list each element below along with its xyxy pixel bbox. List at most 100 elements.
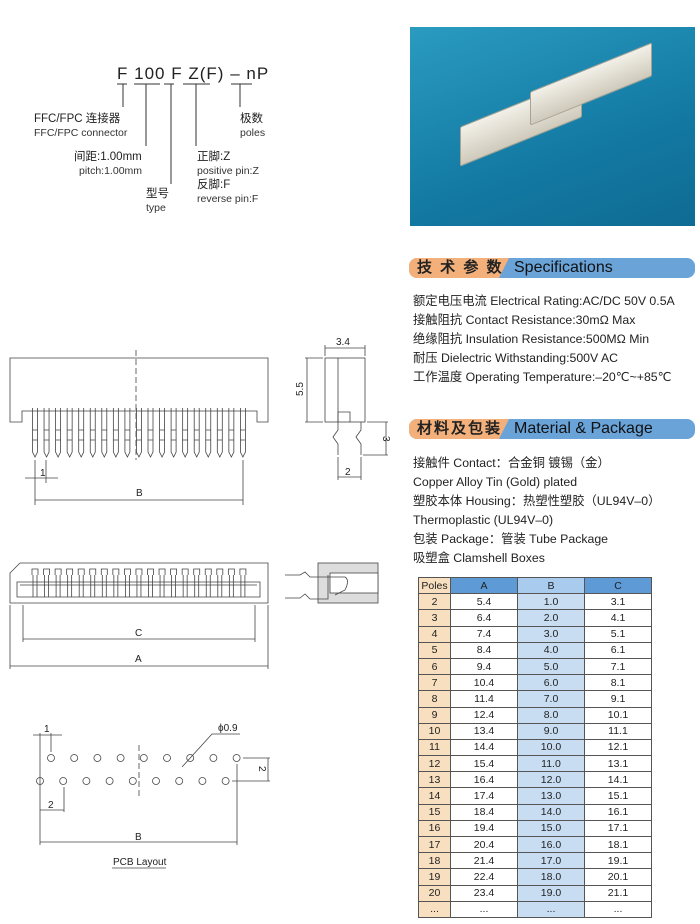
pcb-hole bbox=[105, 777, 114, 785]
material-item: 接触件 Contact：合金铜 镀锡（金） bbox=[413, 456, 610, 470]
pin bbox=[193, 408, 200, 458]
label-poles-cn: 极数 bbox=[240, 113, 263, 125]
pin bbox=[170, 408, 177, 458]
table-cell: 20.4 bbox=[450, 835, 518, 854]
contact bbox=[158, 568, 166, 597]
pin bbox=[159, 408, 165, 458]
table-cell: 16.4 bbox=[450, 771, 518, 789]
table-cell: 9 bbox=[418, 706, 451, 724]
table-cell: 12.4 bbox=[450, 706, 518, 724]
dim-leg: 3 bbox=[380, 436, 391, 442]
table-cell: ... bbox=[584, 900, 652, 918]
table-cell: 3.0 bbox=[517, 625, 585, 643]
pcb-hole bbox=[163, 754, 171, 762]
table-cell: 9.4 bbox=[450, 657, 518, 676]
pin bbox=[32, 408, 38, 458]
table-cell: 5 bbox=[418, 641, 451, 659]
label-reverse-en: reverse pin:F bbox=[197, 193, 259, 205]
table-cell: 10.4 bbox=[450, 674, 518, 692]
table-cell: ... bbox=[517, 900, 585, 918]
table-cell: 13.4 bbox=[450, 722, 518, 740]
contact bbox=[54, 568, 62, 597]
contact bbox=[124, 568, 131, 597]
pn-series: F bbox=[117, 64, 129, 83]
table-cell: 16.1 bbox=[584, 803, 652, 821]
table-cell: 3.1 bbox=[584, 593, 652, 611]
table-cell: 20 bbox=[418, 884, 451, 902]
specifications-list: 额定电压电流 Electrical Rating:AC/DC 50V 0.5A … bbox=[413, 292, 675, 387]
dim-a: A bbox=[135, 654, 142, 665]
dim-pitch: 1 bbox=[40, 468, 46, 479]
label-connector-en: FFC/FPC connector bbox=[34, 127, 128, 139]
pin bbox=[89, 408, 96, 458]
pcb-row-gap: 2 bbox=[256, 766, 267, 772]
table-cell: 4.0 bbox=[517, 641, 585, 659]
table-cell: 17.0 bbox=[517, 852, 585, 870]
table-cell: 19.4 bbox=[450, 819, 518, 838]
table-cell: 21.1 bbox=[584, 884, 652, 902]
label-reverse-cn: 反脚:F bbox=[197, 179, 231, 191]
table-cell: 11.4 bbox=[450, 690, 518, 708]
table-cell: 2.0 bbox=[517, 609, 585, 627]
table-cell: 6.0 bbox=[517, 674, 585, 692]
table-cell: 8.1 bbox=[584, 674, 652, 692]
contact bbox=[89, 568, 97, 597]
table-cell: 17.1 bbox=[584, 819, 652, 838]
pcb-hole bbox=[221, 777, 230, 785]
pin bbox=[66, 408, 73, 458]
pcb-span: B bbox=[135, 832, 142, 843]
material-item: Copper Alloy Tin (Gold) plated bbox=[413, 475, 578, 489]
table-cell: 13.0 bbox=[517, 787, 585, 805]
product-photo bbox=[410, 27, 695, 226]
contact bbox=[147, 568, 154, 597]
table-cell: 12.0 bbox=[517, 771, 585, 789]
pcb-hole bbox=[198, 777, 207, 785]
contact bbox=[77, 568, 85, 597]
material-item: 吸塑盒 Clamshell Boxes bbox=[413, 551, 545, 565]
table-cell: 7.1 bbox=[584, 657, 652, 676]
pcb-hole bbox=[82, 777, 91, 785]
table-cell: 21.4 bbox=[450, 852, 518, 870]
table-cell: ... bbox=[418, 900, 451, 918]
table-cell: 6 bbox=[418, 657, 451, 676]
table-cell: 10.1 bbox=[584, 706, 652, 724]
table-cell: 7.4 bbox=[450, 625, 518, 643]
technical-drawings: 1 B 3.4 5.5 3 2 C A 1 ϕ0.9 2 2 B PCB Lay… bbox=[9, 337, 391, 869]
spec-item: 耐压 Dielectric Withstanding:500V AC bbox=[413, 351, 619, 365]
table-cell: 6.1 bbox=[584, 641, 652, 659]
pcb-hole bbox=[116, 754, 125, 762]
pcb-hole bbox=[47, 754, 55, 762]
table-cell: 4.1 bbox=[584, 609, 652, 627]
pin bbox=[205, 408, 212, 458]
table-cell: 15.0 bbox=[517, 819, 585, 838]
table-cell: 14 bbox=[418, 787, 451, 805]
label-pitch-en: pitch:1.00mm bbox=[79, 165, 143, 177]
pin bbox=[112, 408, 119, 458]
material-header: 材料及包装 Material & Package bbox=[409, 419, 695, 439]
pin bbox=[228, 408, 235, 458]
connector-image-back bbox=[530, 42, 652, 126]
pcb-hole bbox=[93, 754, 102, 762]
table-cell: 14.0 bbox=[517, 803, 585, 821]
front-view-body bbox=[9, 562, 269, 604]
pn-pitch: 100 bbox=[134, 64, 166, 83]
table-cell: 5.0 bbox=[517, 657, 585, 676]
table-cell: 2 bbox=[418, 593, 451, 611]
table-cell: 5.1 bbox=[584, 625, 652, 643]
contact bbox=[43, 568, 50, 597]
contact bbox=[135, 568, 143, 597]
table-cell: 12 bbox=[418, 755, 451, 773]
